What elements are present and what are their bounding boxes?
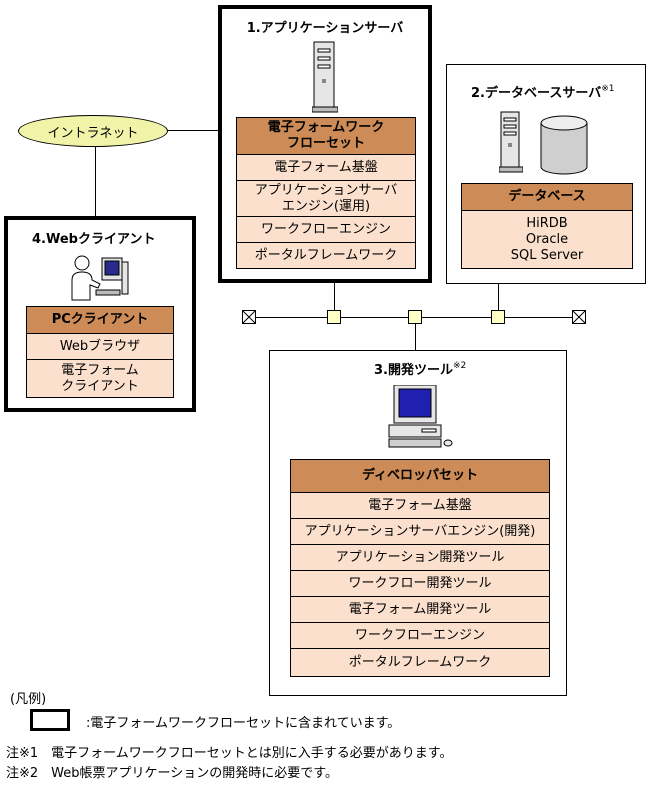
db-server-header: データベース [462, 184, 632, 210]
dev-tool-item: 電子フォーム開発ツール [291, 596, 549, 622]
server-tower-icon [499, 111, 523, 173]
dev-tool-box: 3.開発ツール※2 ディベロッパセット 電子フォーム基盤 アプリケーションサーバ… [269, 350, 567, 696]
network-node-dbserver-icon [491, 310, 505, 324]
db-server-box: 2.データベースサーバ※1 データベース HiRDB Oracle SQL Se… [446, 64, 646, 284]
legend-text: :電子フォームワークフローセットに含まれています。 [86, 716, 401, 731]
app-server-title: 1.アプリケーションサーバ [246, 21, 404, 36]
dev-tool-item: アプリケーションサーバエンジン(開発) [291, 518, 549, 544]
devtool-drop-line [415, 324, 416, 350]
network-node-appserver-icon [327, 310, 341, 324]
server-tower-icon [312, 41, 338, 113]
web-client-item: Webブラウザ [27, 333, 173, 359]
web-client-item: 電子フォーム クライアント [27, 359, 173, 397]
app-server-item: 電子フォーム基盤 [237, 154, 415, 180]
dev-tool-item: ポータルフレームワーク [291, 648, 549, 676]
app-server-header: 電子フォームワーク フローセット [237, 118, 415, 154]
app-server-item: ワークフローエンジン [237, 216, 415, 242]
desktop-computer-icon [388, 385, 453, 448]
dev-tool-item: 電子フォーム基盤 [291, 492, 549, 518]
web-client-header: PCクライアント [27, 307, 173, 333]
dev-tool-item: ワークフロー開発ツール [291, 570, 549, 596]
appserver-drop-line [334, 283, 335, 311]
network-node-devtool-icon [408, 310, 422, 324]
app-server-stack: 電子フォームワーク フローセット 電子フォーム基盤 アプリケーションサーバ エン… [236, 117, 416, 269]
db-server-title: 2.データベースサーバ※1 [471, 84, 615, 101]
web-client-box: 4.Webクライアント PCクライアント Webブラウザ 電子フォーム クライア… [4, 216, 196, 412]
network-terminator-left-icon [242, 310, 256, 324]
app-server-box: 1.アプリケーションサーバ 電子フォームワーク フローセット 電子フォーム基盤 … [218, 5, 432, 283]
db-server-item: HiRDB Oracle SQL Server [462, 210, 632, 268]
intranet-to-appserver-line [167, 130, 219, 131]
network-terminator-right-icon [572, 310, 586, 324]
footnote: 注※1 電子フォームワークフローセットとは別に入手する必要があります。 [6, 746, 453, 761]
dev-tool-item: ワークフローエンジン [291, 622, 549, 648]
dbserver-drop-line [498, 283, 499, 311]
legend-box-sample [30, 709, 70, 731]
web-client-title: 4.Webクライアント [32, 232, 156, 247]
web-client-stack: PCクライアント Webブラウザ 電子フォーム クライアント [26, 306, 174, 398]
user-at-pc-icon [71, 255, 129, 301]
dev-tool-item: アプリケーション開発ツール [291, 544, 549, 570]
db-server-note: ※1 [601, 84, 615, 94]
intranet-ellipse: イントラネット [18, 115, 168, 147]
dev-tool-note: ※2 [452, 361, 467, 371]
intranet-to-webclient-line [95, 146, 96, 216]
app-server-item: アプリケーションサーバ エンジン(運用) [237, 180, 415, 216]
intranet-label: イントラネット [47, 125, 139, 141]
dev-tool-header: ディベロッパセット [291, 460, 549, 492]
app-server-item: ポータルフレームワーク [237, 242, 415, 268]
db-server-stack: データベース HiRDB Oracle SQL Server [461, 183, 633, 269]
database-cylinder-icon [540, 115, 588, 175]
footnote: 注※2 Web帳票アプリケーションの開発時に必要です。 [6, 766, 338, 781]
legend-heading: (凡例) [10, 692, 47, 707]
dev-tool-title: 3.開発ツール※2 [374, 361, 467, 378]
dev-tool-stack: ディベロッパセット 電子フォーム基盤 アプリケーションサーバエンジン(開発) ア… [290, 459, 550, 677]
